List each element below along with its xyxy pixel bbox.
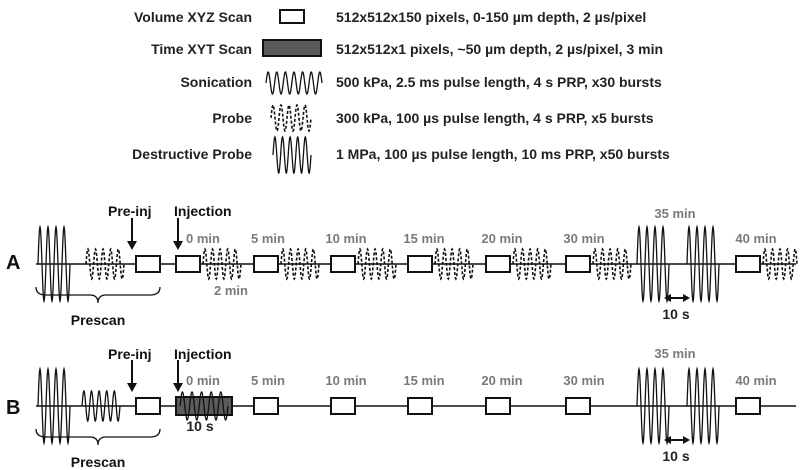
row-b-preinj-label: Pre-inj [108, 346, 152, 362]
legend-label-volume: Volume XYZ Scan [134, 9, 252, 25]
row-b-box-20 [485, 397, 511, 415]
legend-desc-time: 512x512x1 pixels, ~50 µm depth, 2 µs/pix… [336, 41, 664, 57]
row-a-probe-10 [357, 247, 397, 281]
row-b-prescan-destructive [37, 366, 71, 446]
row-a-letter: A [6, 252, 21, 274]
row-a-time-40: 40 min [735, 231, 777, 246]
row-a-time-35: 35 min [654, 206, 696, 221]
row-a-destructive-2 [686, 224, 720, 304]
row-a-box-30 [565, 255, 591, 273]
row-b-time-5: 5 min [251, 373, 285, 388]
legend-desc-volume: 512x512x150 pixels, 0-150 µm depth, 2 µs… [336, 9, 647, 25]
legend-label-probe: Probe [212, 110, 252, 126]
row-a-injection-label: Injection [174, 203, 232, 219]
row-b-preinj-arrow-head [127, 383, 137, 392]
row-a-box-0 [175, 255, 201, 273]
legend-desc-destructive: 1 MPa, 100 µs pulse length, 10 ms PRP, x… [336, 146, 670, 162]
row-a-prescan-brace [35, 286, 161, 304]
row-a-time-15: 15 min [403, 231, 445, 246]
row-b-letter: B [6, 397, 21, 419]
row-a-time-5: 5 min [251, 231, 285, 246]
timeline-row-b [35, 360, 796, 446]
row-a-box-40 [735, 255, 761, 273]
legend-label-sonication: Sonication [180, 74, 252, 90]
solid-wave-icon [265, 71, 323, 95]
row-b-time-35: 35 min [654, 346, 696, 361]
row-b-injection-label: Injection [174, 346, 232, 362]
row-b-preinj-box [135, 397, 161, 415]
row-a-box-5 [253, 255, 279, 273]
row-a-probe-2min [202, 247, 242, 281]
row-a-interval-label: 10 s [662, 306, 690, 322]
row-b-sonication [179, 390, 229, 422]
row-b-time-10: 10 min [325, 373, 367, 388]
row-b-injection-arrow-head [173, 383, 183, 392]
row-a-interval-arrow-right [683, 294, 690, 302]
row-a-box-20 [485, 255, 511, 273]
row-b-prescan-sonication [81, 389, 121, 423]
row-b-xyt-duration: 10 s [186, 418, 214, 434]
row-b-box-5 [253, 397, 279, 415]
row-a-injection-arrow-head [173, 241, 183, 250]
row-a-preinj-box [135, 255, 161, 273]
row-b-time-20: 20 min [481, 373, 523, 388]
row-a-prescan-destructive [37, 224, 71, 304]
row-a-probe-15 [434, 247, 474, 281]
row-b-destructive-2 [686, 366, 720, 446]
row-b-interval-label: 10 s [662, 448, 690, 464]
legend-desc-probe: 300 kPa, 100 µs pulse length, 4 s PRP, x… [336, 110, 654, 126]
row-a-time-30: 30 min [563, 231, 605, 246]
row-b-box-15 [407, 397, 433, 415]
row-a-probe-40 [762, 247, 798, 281]
row-a-preinj-arrow-head [127, 241, 137, 250]
legend-desc-sonication: 500 kPa, 2.5 ms pulse length, 4 s PRP, x… [336, 74, 662, 90]
row-b-prescan-label: Prescan [70, 454, 126, 470]
row-b-destructive-1 [636, 366, 670, 446]
row-a-destructive-1 [636, 224, 670, 304]
row-b-prescan-brace [35, 428, 161, 446]
row-a-probe-30 [592, 247, 632, 281]
row-a-interval-arrow-left [664, 294, 671, 302]
dashed-wave-icon [270, 103, 312, 133]
row-b-time-30: 30 min [563, 373, 605, 388]
tall-wave-icon [272, 135, 312, 175]
legend-label-time: Time XYT Scan [151, 41, 252, 57]
row-b-interval-arrow-left [664, 436, 671, 444]
row-a-box-15 [407, 255, 433, 273]
row-a-time-2min: 2 min [214, 283, 248, 298]
row-b-time-0: 0 min [186, 373, 220, 388]
row-a-time-10: 10 min [325, 231, 367, 246]
row-b-box-30 [565, 397, 591, 415]
row-b-time-15: 15 min [403, 373, 445, 388]
row-a-probe-20 [512, 247, 552, 281]
row-a-box-10 [330, 255, 356, 273]
row-b-time-40: 40 min [735, 373, 777, 388]
row-a-prescan-probe [85, 247, 125, 281]
open-box-icon [279, 9, 305, 24]
row-b-box-40 [735, 397, 761, 415]
row-a-time-0: 0 min [186, 231, 220, 246]
row-a-probe-5 [280, 247, 320, 281]
row-a-preinj-label: Pre-inj [108, 203, 152, 219]
row-b-interval-arrow-right [683, 436, 690, 444]
row-b-box-10 [330, 397, 356, 415]
row-a-prescan-label: Prescan [70, 312, 126, 328]
legend-label-destructive: Destructive Probe [132, 146, 252, 162]
filled-box-icon [262, 39, 322, 57]
timeline-row-a [35, 218, 798, 304]
row-a-time-20: 20 min [481, 231, 523, 246]
